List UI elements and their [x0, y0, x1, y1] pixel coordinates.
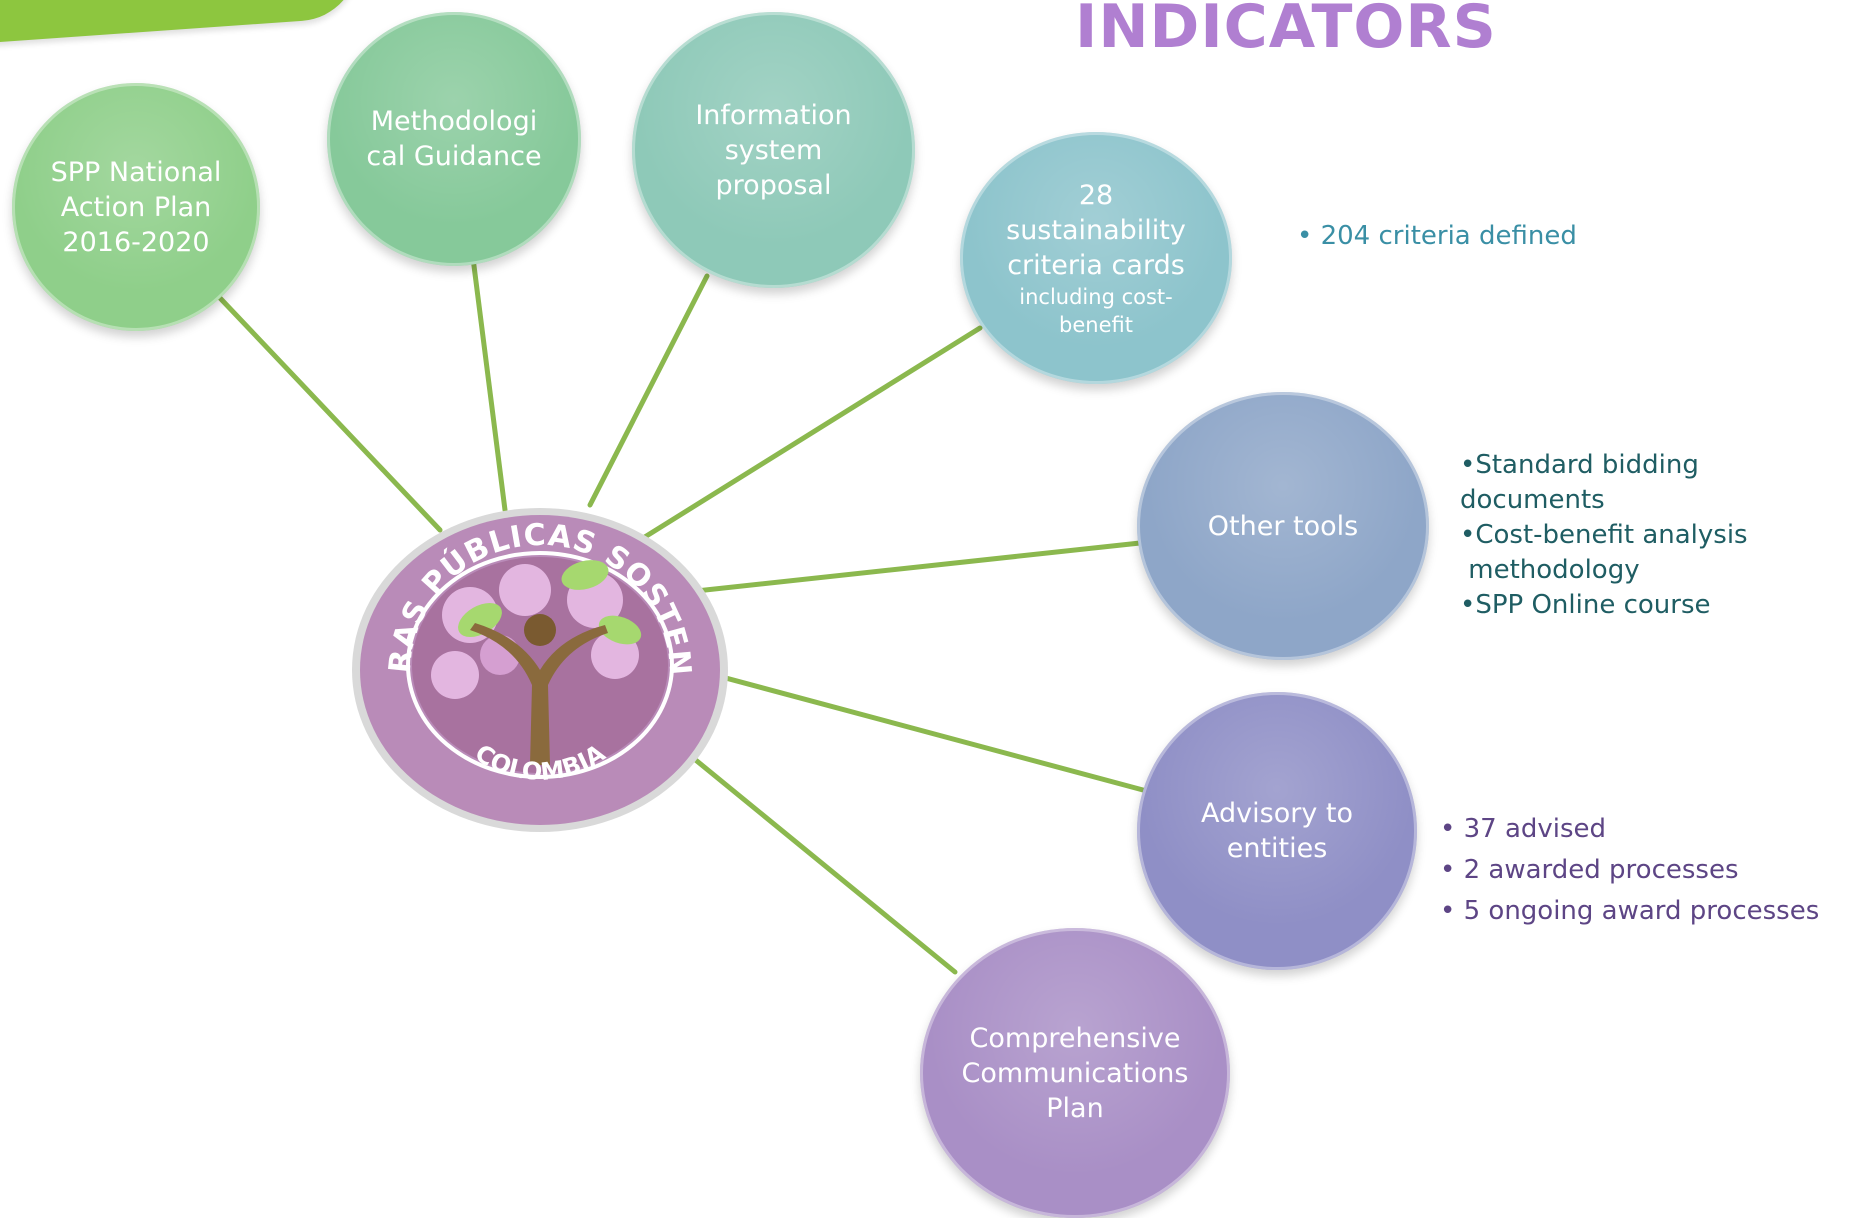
tree-head-icon	[524, 614, 556, 646]
node-line: system	[724, 134, 823, 166]
node-criteria-cards: 28 sustainability criteria cards includi…	[960, 132, 1232, 384]
node-line: Plan	[1046, 1092, 1104, 1124]
bullet-item: • 5 ongoing award processes	[1440, 896, 1820, 926]
node-line: Comprehensive	[969, 1022, 1181, 1054]
bullet-item: •Standard bidding documents	[1460, 450, 1699, 515]
bullet-item: •Cost-benefit analysis	[1460, 520, 1748, 550]
node-line: Methodologi	[370, 106, 538, 137]
leaf-icon	[458, 602, 502, 638]
node-advisory: Advisory to entities	[1137, 692, 1417, 970]
node-line: Other tools	[1207, 510, 1359, 542]
node-line: entities	[1226, 833, 1328, 864]
bullet-item: • 204 criteria defined	[1297, 221, 1577, 251]
hub-logo: COMPRAS PÚBLICAS SOSTENIBLES COLOMBIA	[350, 505, 728, 832]
page-title: INDICATORS	[1075, 0, 1497, 62]
leaf-icon	[561, 560, 609, 590]
node-line: Advisory to	[1201, 798, 1353, 829]
node-line: cal Guidance	[366, 141, 542, 172]
node-information-system: Information system proposal	[632, 12, 915, 288]
tree-trunk-icon	[470, 623, 608, 765]
node-line: 28	[1078, 179, 1114, 211]
node-line: Information	[695, 99, 852, 131]
node-subline: including cost-	[1019, 284, 1173, 309]
node-line: sustainability	[1006, 214, 1186, 246]
node-spp-plan: SPP National Action Plan 2016-2020	[12, 83, 260, 331]
hub-inner-ring	[406, 551, 674, 779]
node-line: SPP National	[50, 156, 222, 188]
node-other-tools: Other tools	[1137, 392, 1429, 660]
node-line: criteria cards	[1007, 249, 1185, 281]
connector-spp-plan	[217, 295, 443, 533]
node-line: proposal	[715, 169, 832, 201]
node-line: 2016-2020	[62, 226, 210, 258]
bullet-item: • 37 advised	[1440, 814, 1607, 844]
node-communications-plan: Comprehensive Communications Plan	[920, 928, 1230, 1218]
leaf-icon	[598, 615, 642, 645]
connector-information-system	[587, 273, 710, 508]
node-subline: benefit	[1059, 312, 1133, 337]
bullet-item: methodology	[1460, 555, 1640, 585]
connector-methodological-guidance	[470, 255, 508, 513]
bullets-criteria: • 204 criteria defined	[1297, 218, 1577, 254]
connector-other-tools	[647, 540, 1143, 599]
flower-icon	[499, 564, 551, 616]
bullets-other-tools: •Standard bidding documents •Cost-benefi…	[1460, 448, 1851, 623]
flower-icon	[431, 651, 479, 699]
node-line: Action Plan	[60, 191, 212, 223]
node-methodological-guidance: Methodologi cal Guidance	[327, 12, 581, 266]
bullets-advisory: • 37 advised • 2 awarded processes • 5 o…	[1440, 809, 1819, 932]
bullet-item: • 2 awarded processes	[1440, 855, 1739, 885]
node-line: Communications	[961, 1057, 1189, 1089]
connector-criteria-cards	[637, 325, 983, 543]
bullet-item: •SPP Online course	[1460, 590, 1711, 620]
